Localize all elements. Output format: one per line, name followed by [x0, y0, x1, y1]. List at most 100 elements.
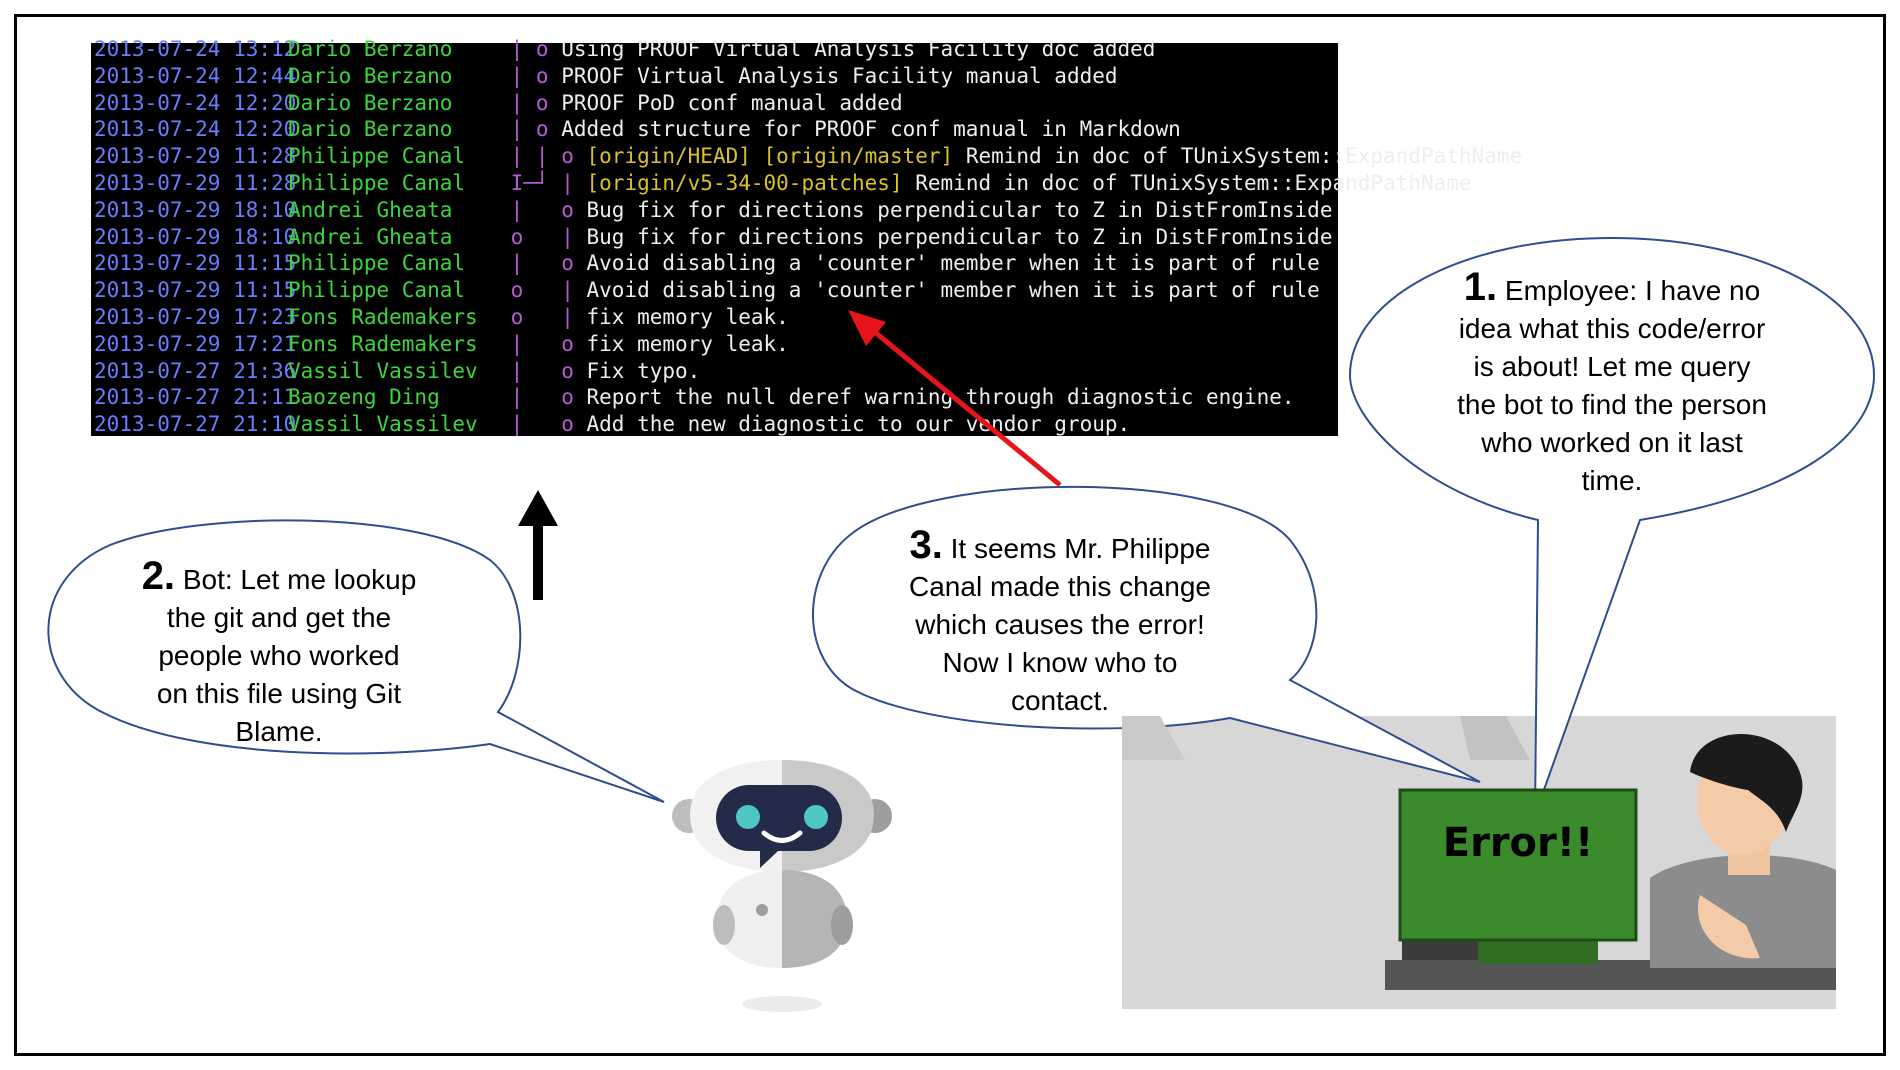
robot-illustration [672, 760, 892, 1012]
commit-author: Philippe Canal [288, 251, 466, 276]
graph-marker: | o [498, 412, 587, 437]
monitor-error-text: Error!! [1442, 820, 1594, 866]
commit-author: Vassil Vassilev [288, 358, 478, 383]
commit-date: 2013-07-29 11:15 [94, 278, 297, 303]
commit-graph: | o Add the new diagnostic to our vendor… [498, 411, 1131, 438]
bot-step-number: 2. [141, 554, 176, 598]
graph-marker: | o [498, 37, 562, 61]
employee-line: time. [1581, 465, 1643, 496]
employee-speech-bubble [1348, 236, 1876, 816]
bot-speech-bubble [47, 519, 665, 803]
commit-author: Vassil Vassilev [288, 412, 478, 437]
graph-marker: | o [498, 251, 587, 276]
commit-graph: | o Using PROOF Virtual Analysis Facilit… [498, 36, 1156, 63]
commit-graph: | o PROOF Virtual Analysis Facility manu… [498, 63, 1118, 90]
bot-line: Blame. [235, 716, 323, 747]
commit-date: 2013-07-29 18:10 [94, 197, 297, 222]
commit-graph: I─┘ | [origin/v5-34-00-patches] Remind i… [498, 170, 1472, 197]
graph-marker: | | o [498, 144, 587, 169]
commit-date: 2013-07-27 21:11 [94, 385, 297, 410]
commit-date: 2013-07-24 13:12 [94, 37, 297, 61]
commit-message: fix memory leak. [586, 305, 789, 329]
employee-bubble-text: 1. Employee: I have no idea what this co… [1400, 265, 1824, 500]
discovery-line: Canal made this change [909, 571, 1211, 602]
commit-date: 2013-07-29 17:21 [94, 331, 297, 356]
employee-line: is about! Let me query [1473, 351, 1751, 382]
commit-message: fix memory leak. [586, 331, 789, 356]
bot-line: people who worked [158, 640, 400, 671]
graph-marker: o | [498, 278, 587, 303]
commit-author: Philippe Canal [288, 171, 466, 195]
commit-message: Report the null deref warning through di… [586, 385, 1295, 410]
commit-author: Dario Berzano [288, 90, 453, 115]
commit-message: Avoid disabling a 'counter' member when … [586, 278, 1320, 303]
commit-graph: | o Avoid disabling a 'counter' member w… [498, 250, 1320, 277]
employee-line: idea what this code/error [1458, 313, 1766, 344]
commit-message: Bug fix for directions perpendicular to … [586, 197, 1333, 222]
up-arrow-icon [518, 490, 558, 600]
discovery-line: contact. [1010, 685, 1110, 716]
bot-line: on this file using Git [156, 678, 402, 709]
commit-author: Dario Berzano [288, 117, 453, 142]
commit-message: PROOF PoD conf manual added [561, 90, 903, 115]
commit-message: Remind in doc of TUnixSystem::ExpandPath… [965, 144, 1523, 169]
employee-line: who worked on it last [1481, 427, 1743, 458]
commit-graph: o | Avoid disabling a 'counter' member w… [498, 277, 1320, 304]
commit-message: PROOF Virtual Analysis Facility manual a… [561, 63, 1118, 88]
discovery-line: It seems Mr. Philippe [950, 533, 1211, 564]
discovery-speech-bubble [812, 485, 1481, 783]
employee-line: Employee: I have no [1504, 275, 1761, 306]
graph-marker: o | [498, 224, 587, 249]
commit-graph: | o fix memory leak. [498, 331, 789, 358]
discovery-step-number: 3. [909, 523, 943, 567]
graph-marker: | o [498, 331, 587, 356]
commit-author: Baozeng Ding [288, 385, 440, 410]
commit-date: 2013-07-24 12:20 [94, 117, 297, 142]
commit-graph: | o Bug fix for directions perpendicular… [498, 197, 1333, 224]
commit-ref: [origin/HEAD] [origin/master] [586, 144, 966, 169]
commit-author: Philippe Canal [288, 278, 466, 303]
discovery-line: which causes the error! [915, 609, 1205, 640]
commit-message: Remind in doc of TUnixSystem::ExpandPath… [915, 171, 1472, 195]
commit-author: Dario Berzano [288, 37, 453, 61]
graph-marker: | o [498, 358, 587, 383]
commit-message: Using PROOF Virtual Analysis Facility do… [561, 37, 1156, 61]
commit-ref: [origin/v5-34-00-patches] [586, 171, 916, 195]
commit-graph: | o Added structure for PROOF conf manua… [498, 116, 1181, 143]
commit-date: 2013-07-24 12:44 [94, 63, 297, 88]
commit-date: 2013-07-29 11:28 [94, 144, 297, 169]
discovery-line: Now I know who to [942, 647, 1178, 678]
graph-marker: | o [498, 117, 562, 142]
bot-line: the git and get the [166, 602, 392, 633]
commit-graph: o | fix memory leak. [498, 304, 789, 331]
graph-marker: | o [498, 90, 562, 115]
bot-bubble-text: 2. Bot: Let me lookup the git and get th… [92, 554, 466, 751]
bot-line: Bot: Let me lookup [182, 564, 417, 595]
commit-message: Avoid disabling a 'counter' member when … [586, 251, 1320, 276]
commit-graph: | o Report the null deref warning throug… [498, 384, 1295, 411]
employee-line: the bot to find the person [1457, 389, 1767, 420]
commit-date: 2013-07-24 12:20 [94, 90, 297, 115]
commit-date: 2013-07-27 21:10 [94, 412, 297, 437]
graph-marker: | o [498, 197, 587, 222]
graph-marker: I─┘ | [498, 171, 587, 195]
employee-step-number: 1. [1463, 265, 1498, 309]
commit-message: Fix typo. [586, 358, 701, 383]
commit-graph: o | Bug fix for directions perpendicular… [498, 224, 1333, 251]
commit-author: Dario Berzano [288, 63, 453, 88]
commit-author: Fons Rademakers [288, 331, 478, 356]
graph-marker: | o [498, 385, 587, 410]
commit-graph: | o Fix typo. [498, 358, 701, 385]
commit-graph: | o PROOF PoD conf manual added [498, 90, 903, 117]
commit-author: Andrei Gheata [288, 197, 453, 222]
commit-date: 2013-07-29 18:10 [94, 224, 297, 249]
employee-figure [1650, 733, 1836, 968]
commit-date: 2013-07-27 21:36 [94, 358, 297, 383]
monitor-screen [1398, 788, 1638, 942]
office-desk-scene [1122, 716, 1836, 990]
commit-message: Added structure for PROOF conf manual in… [561, 117, 1181, 142]
red-arrow-icon [848, 310, 1062, 487]
commit-author: Andrei Gheata [288, 224, 453, 249]
